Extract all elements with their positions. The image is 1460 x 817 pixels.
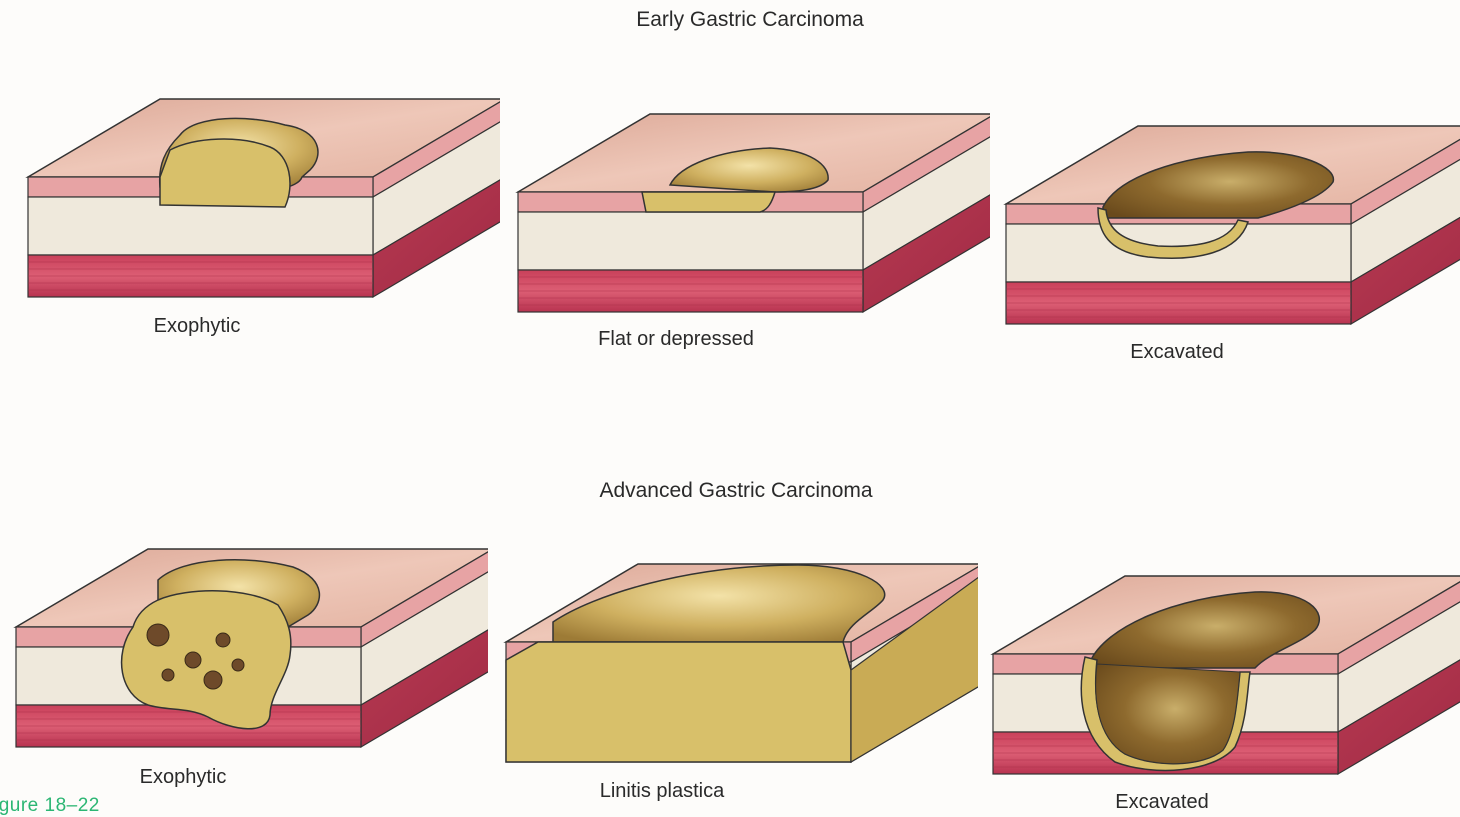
figure-label: igure 18–22	[0, 795, 100, 817]
label-early-excavated: Excavated	[1130, 341, 1223, 364]
ulcer-depth	[1096, 664, 1240, 764]
tissue-block	[28, 99, 500, 297]
tissue-block	[16, 549, 488, 747]
title-early: Early Gastric Carcinoma	[636, 8, 864, 32]
necrotic-cavity	[216, 633, 230, 647]
tissue-block	[518, 114, 990, 312]
tumor-surface	[553, 565, 885, 642]
panel-early-exophytic	[20, 95, 500, 315]
label-early-flat: Flat or depressed	[598, 328, 754, 351]
label-adv-linitis: Linitis plastica	[600, 780, 725, 803]
tumor-cut-face	[642, 192, 775, 212]
panel-adv-linitis	[498, 560, 978, 780]
panel-early-flat	[510, 110, 990, 330]
necrotic-cavity	[185, 652, 201, 668]
panel-early-excavated	[998, 122, 1460, 342]
label-adv-exophytic: Exophytic	[140, 766, 227, 789]
title-advanced: Advanced Gastric Carcinoma	[599, 479, 872, 503]
front-submucosa	[518, 212, 863, 270]
tissue-block	[993, 576, 1460, 774]
necrotic-cavity	[204, 671, 222, 689]
tissue-block	[1006, 126, 1460, 324]
panel-adv-excavated	[985, 572, 1460, 792]
necrotic-cavity	[162, 669, 174, 681]
necrotic-cavity	[147, 624, 169, 646]
thickened-wall	[506, 642, 851, 762]
tumor-cut-face	[160, 139, 290, 207]
label-adv-excavated: Excavated	[1115, 791, 1208, 814]
panel-adv-exophytic	[8, 545, 488, 765]
tissue-block	[506, 564, 978, 762]
necrotic-cavity	[232, 659, 244, 671]
label-early-exophytic: Exophytic	[154, 315, 241, 338]
